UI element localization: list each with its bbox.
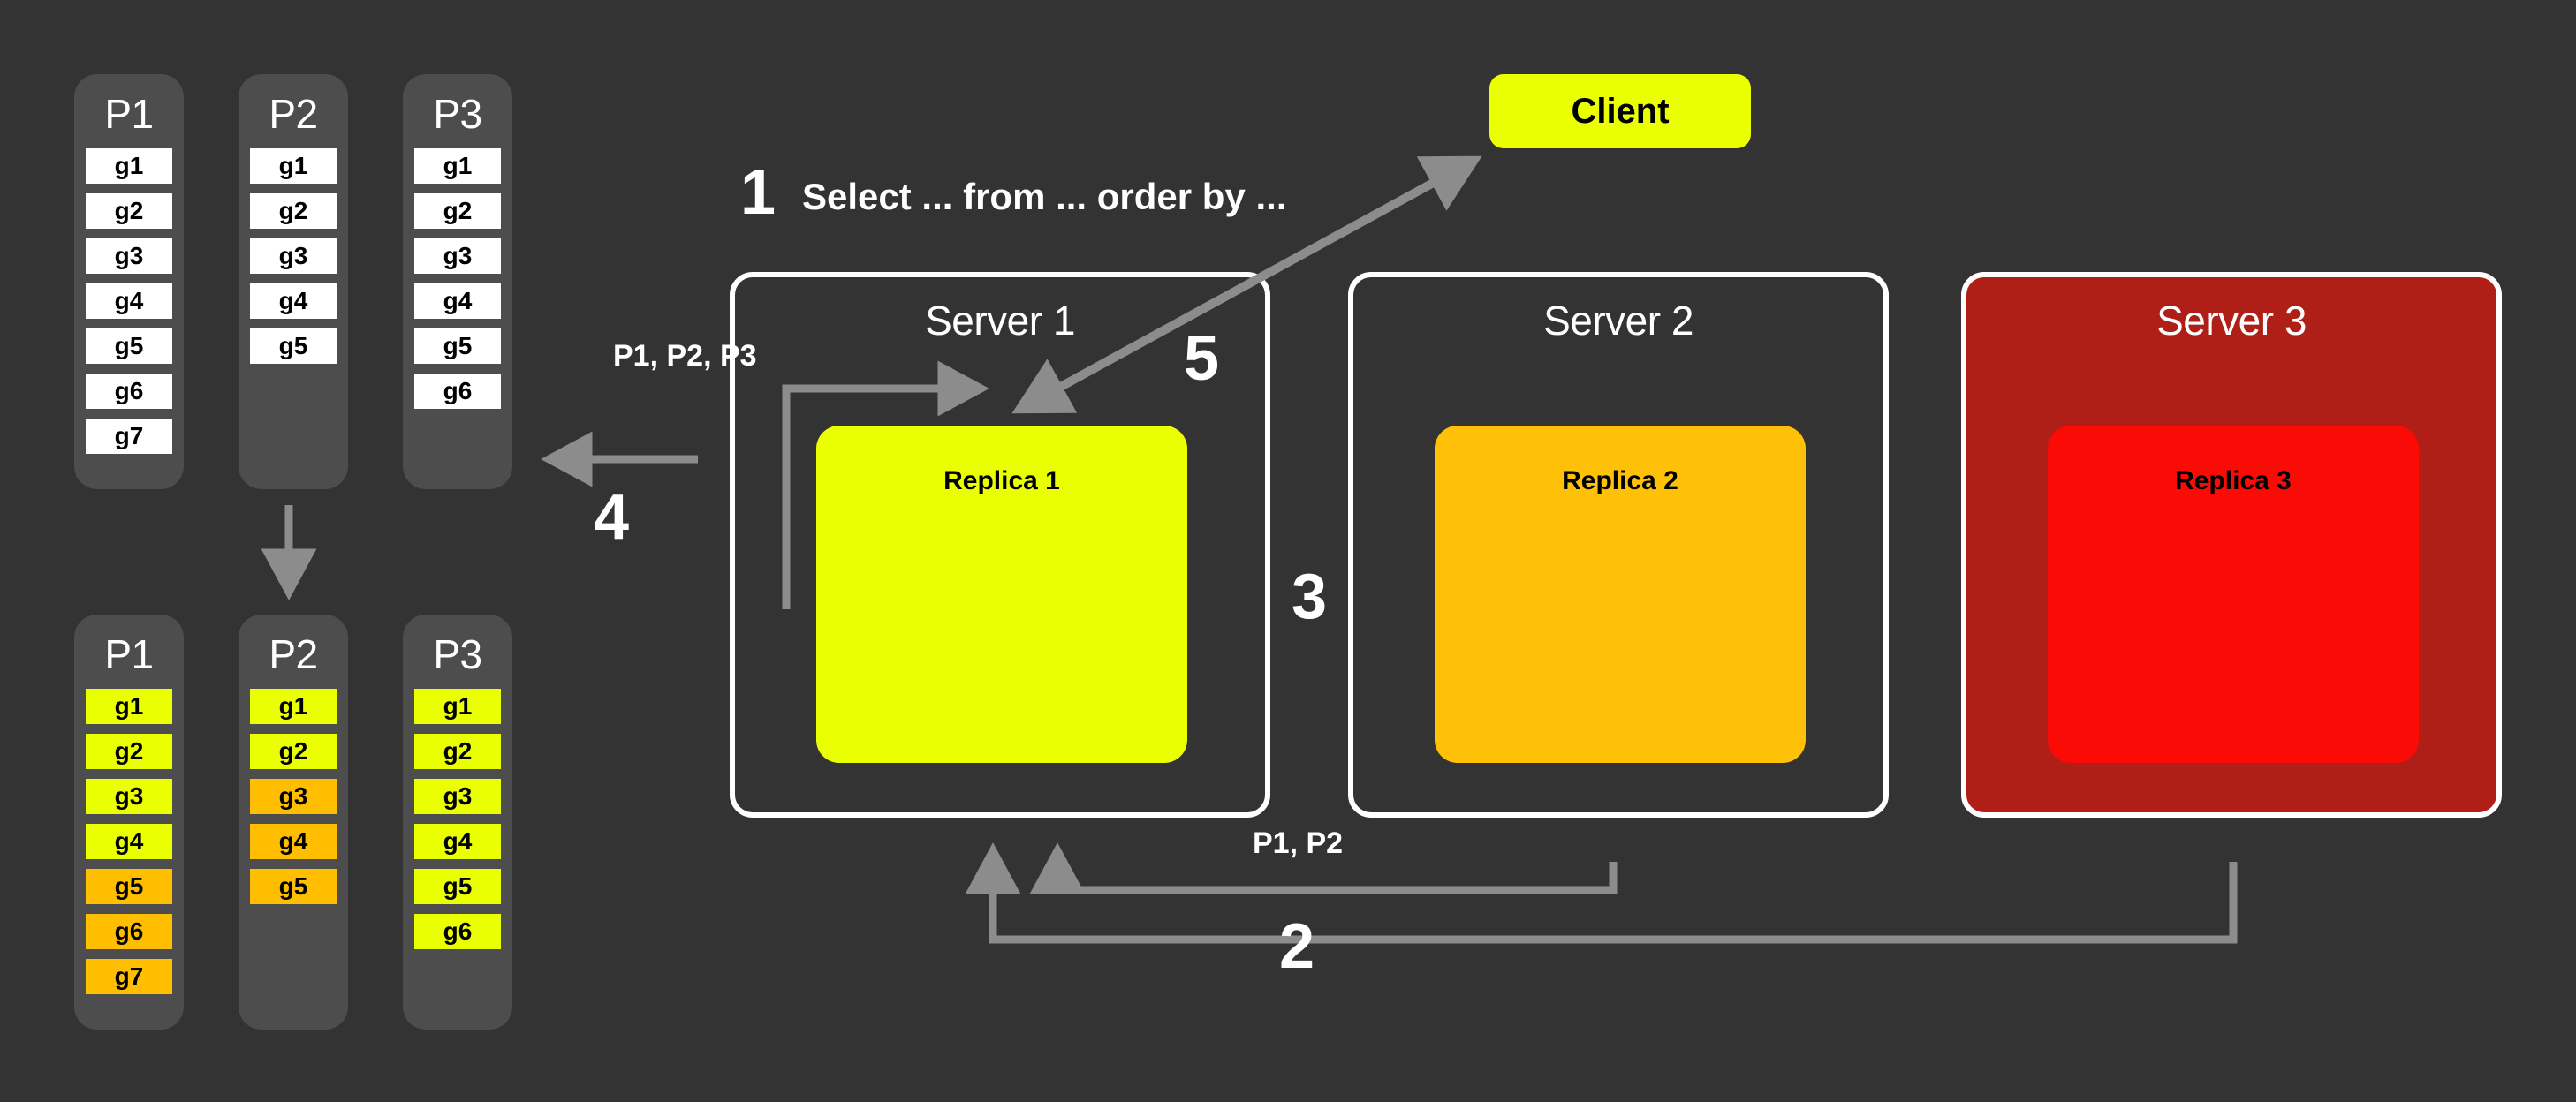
replica-label: Replica 3 [2175,466,2292,495]
partition-cell: g4 [414,824,501,859]
partition-top-p1: P1 g1 g2 g3 g4 g5 g6 g7 [74,74,184,489]
arrow-step-2-server3-to-server1 [965,842,2238,944]
partition-title: P2 [269,91,318,137]
partition-cell: g2 [250,193,337,229]
server-3-box[interactable]: Server 3 Replica 3 [1961,272,2502,818]
partition-bottom-p2: P2 g1 g2 g3 g4 g5 [239,615,348,1030]
partition-cell: g2 [86,193,172,229]
partition-top-p3: P3 g1 g2 g3 g4 g5 g6 [403,74,512,489]
partition-cell: g5 [86,328,172,364]
partition-cell: g2 [86,734,172,769]
client-node[interactable]: Client [1489,74,1751,148]
client-label: Client [1571,92,1670,131]
partition-cell: g6 [414,914,501,949]
partition-cell: g6 [86,914,172,949]
step-number-4: 4 [594,482,630,553]
partition-bottom-p3: P3 g1 g2 g3 g4 g5 g6 [403,615,512,1030]
partition-cell: g4 [86,283,172,319]
partition-cell: g5 [414,869,501,904]
partition-cell: g1 [86,689,172,724]
partition-cell: g5 [86,869,172,904]
partition-cell: g5 [414,328,501,364]
server-2-box[interactable]: Server 2 Replica 2 [1348,272,1889,818]
partition-cell: g1 [414,148,501,184]
partition-cell: g1 [414,689,501,724]
query-annotation: Select ... from ... order by ... [802,176,1287,217]
partition-bottom-p1: P1 g1 g2 g3 g4 g5 g6 g7 [74,615,184,1030]
partition-cell: g4 [414,283,501,319]
replica-label: Replica 1 [943,466,1060,495]
partition-cell: g4 [250,824,337,859]
partition-cell: g3 [250,779,337,814]
partition-cell: g5 [250,328,337,364]
partition-cell: g3 [86,238,172,274]
label-partitions-fetched: P1, P2 [1253,826,1344,860]
step-number-2: 2 [1279,911,1315,982]
partition-cell: g1 [250,689,337,724]
partition-cell: g6 [86,374,172,409]
partition-cell: g3 [86,779,172,814]
partition-cell: g4 [86,824,172,859]
partition-cell: g2 [250,734,337,769]
partition-top-p2: P2 g1 g2 g3 g4 g5 [239,74,348,489]
partition-cell: g4 [250,283,337,319]
replica-1-node[interactable]: Replica 1 [816,426,1187,763]
partition-cell: g3 [250,238,337,274]
replica-2-node[interactable]: Replica 2 [1435,426,1806,763]
partition-cell: g7 [86,419,172,454]
label-partitions-all: P1, P2, P3 [613,339,757,373]
replica-3-node[interactable]: Replica 3 [2048,426,2419,763]
partition-cell: g1 [86,148,172,184]
server-title: Server 3 [2156,298,2307,343]
partition-cell: g5 [250,869,337,904]
replica-label: Replica 2 [1562,466,1678,495]
partition-title: P2 [269,631,318,677]
partition-cell: g7 [86,959,172,994]
partition-cell: g6 [414,374,501,409]
partition-title: P1 [104,631,154,677]
partition-title: P3 [433,631,482,677]
partition-cell: g2 [414,734,501,769]
partition-cell: g1 [250,148,337,184]
partition-cell: g3 [414,238,501,274]
partition-title: P1 [104,91,154,137]
server-title: Server 2 [1543,298,1693,343]
partition-cell: g2 [414,193,501,229]
step-number-3: 3 [1292,562,1328,632]
step-number-5: 5 [1184,323,1220,394]
partition-title: P3 [433,91,482,137]
step-number-1: 1 [740,157,777,228]
partition-cell: g3 [414,779,501,814]
